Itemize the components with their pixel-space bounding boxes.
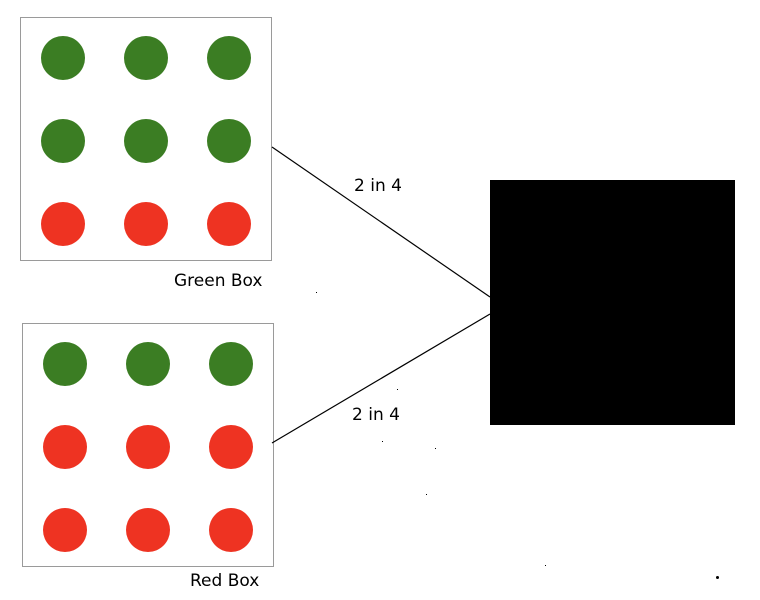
speck: [426, 494, 427, 495]
green-box: [20, 17, 272, 261]
connector-label-bottom: 2 in 4: [352, 405, 400, 425]
connector-label-top: 2 in 4: [354, 176, 402, 196]
red-box-green-dot: [43, 342, 87, 386]
red-box-green-dot: [209, 342, 253, 386]
red-box-red-dot: [43, 425, 87, 469]
red-box-red-dot: [126, 425, 170, 469]
red-box-label: Red Box: [190, 571, 260, 591]
red-box-red-dot: [209, 425, 253, 469]
speck: [382, 441, 383, 442]
red-box: [22, 323, 274, 567]
red-box-green-dot: [126, 342, 170, 386]
red-box-red-dot: [209, 508, 253, 552]
green-box-green-dot: [41, 119, 85, 163]
speck: [316, 292, 317, 293]
green-box-label: Green Box: [174, 271, 263, 291]
green-box-red-dot: [207, 202, 251, 246]
green-box-green-dot: [207, 119, 251, 163]
connector-line-red-box: [271, 313, 491, 444]
connector-line-green-box: [271, 146, 491, 298]
red-box-red-dot: [43, 508, 87, 552]
speck: [397, 389, 398, 390]
speck: [716, 576, 719, 579]
green-box-green-dot: [41, 36, 85, 80]
green-box-red-dot: [41, 202, 85, 246]
green-box-green-dot: [124, 119, 168, 163]
speck: [545, 565, 546, 566]
green-box-green-dot: [124, 36, 168, 80]
red-box-red-dot: [126, 508, 170, 552]
green-box-green-dot: [207, 36, 251, 80]
black-square: [490, 180, 735, 425]
speck: [435, 448, 436, 449]
green-box-red-dot: [124, 202, 168, 246]
